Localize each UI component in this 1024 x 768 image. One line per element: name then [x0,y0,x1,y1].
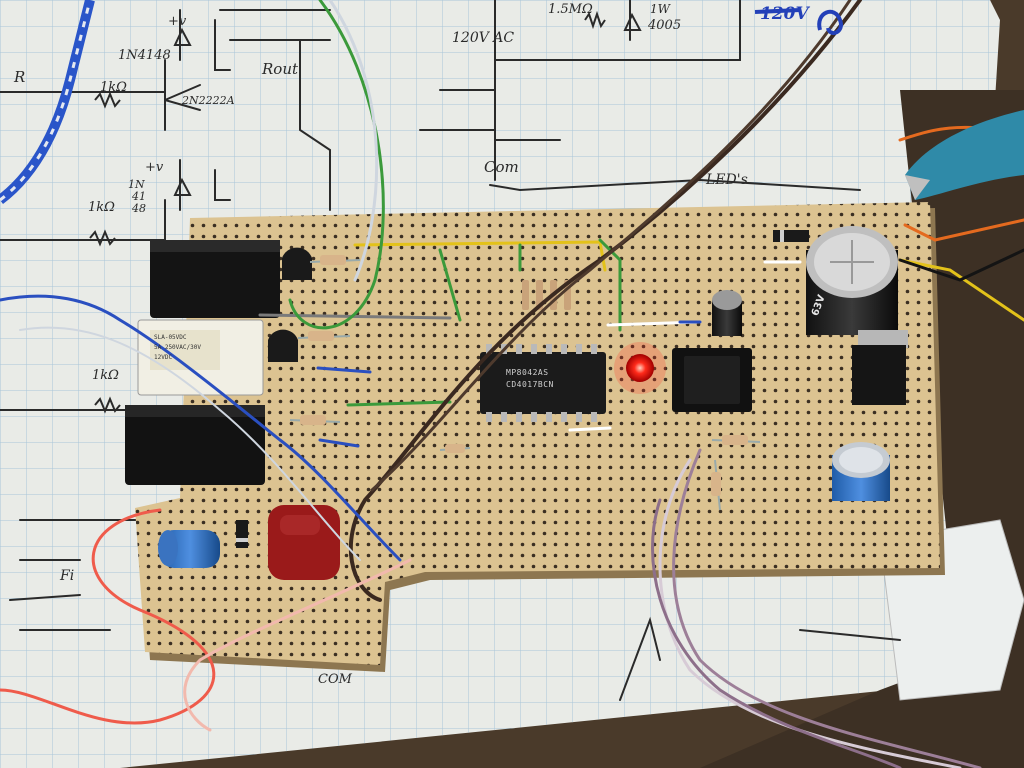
transistors [268,247,312,362]
note-voltage-blue: 120V [760,4,809,24]
ic-marking-line1: MP8042AS [506,368,549,377]
relay-middle-white [137,319,264,396]
note-left-r: R [14,68,26,86]
relay-bottom [125,405,265,485]
ic-cd4017 [480,344,606,422]
jumper-wires [258,218,1024,448]
ic-8pin-socket [672,348,752,412]
note-diode-mid-3: 48 [132,202,146,215]
note-resistor-hi: 1.5MΩ [548,2,593,17]
note-vac: 120V AC [452,30,515,46]
diodes [236,230,809,548]
voltage-regulator [852,330,908,405]
blue-marker-mark [754,8,843,36]
ic-marking-line2: CD4017BCN [506,380,554,389]
note-leds: LED's [706,172,748,188]
note-tv-mid: +v [145,160,164,175]
note-resistor-mid: 1kΩ [88,200,115,215]
relay-top [150,240,280,318]
note-fi: Fi [60,568,75,584]
drawn-resistors [89,10,606,414]
note-tv-top: +v [168,14,187,29]
blue-twisted-wire [0,0,95,204]
hand-drawn-schematic [0,0,901,701]
note-r-out: Rout [262,60,299,78]
red-led [614,342,666,394]
note-resistor-top: 1kΩ [100,80,127,95]
note-com-bottom: COM [318,672,352,687]
note-transistor-top: 2N2222A [182,94,235,107]
note-com-top: Com [484,158,519,176]
tool-handle [905,110,1024,200]
resistors-on-board [289,255,761,511]
capacitor-small [712,290,742,336]
capacitor-film-red [268,505,340,580]
note-diode-part: 4005 [648,18,682,33]
note-resistor-left: 1kΩ [92,368,119,383]
capacitor-blue-right [832,442,890,501]
note-diode-top: 1N4148 [118,48,171,63]
capacitor-large [806,226,898,335]
note-diode-mid-1: 1N [128,178,145,191]
relay-marking-line1: SLA-05VDC [154,334,187,341]
relay-marking-line3: 12VDC [154,354,173,361]
note-diode-mid-2: 41 [132,190,146,203]
relay-marking-line2: 5A 250VAC/30V [154,344,201,351]
note-diode-hi: 1W [650,2,670,16]
capacitor-blue-left [158,530,220,568]
